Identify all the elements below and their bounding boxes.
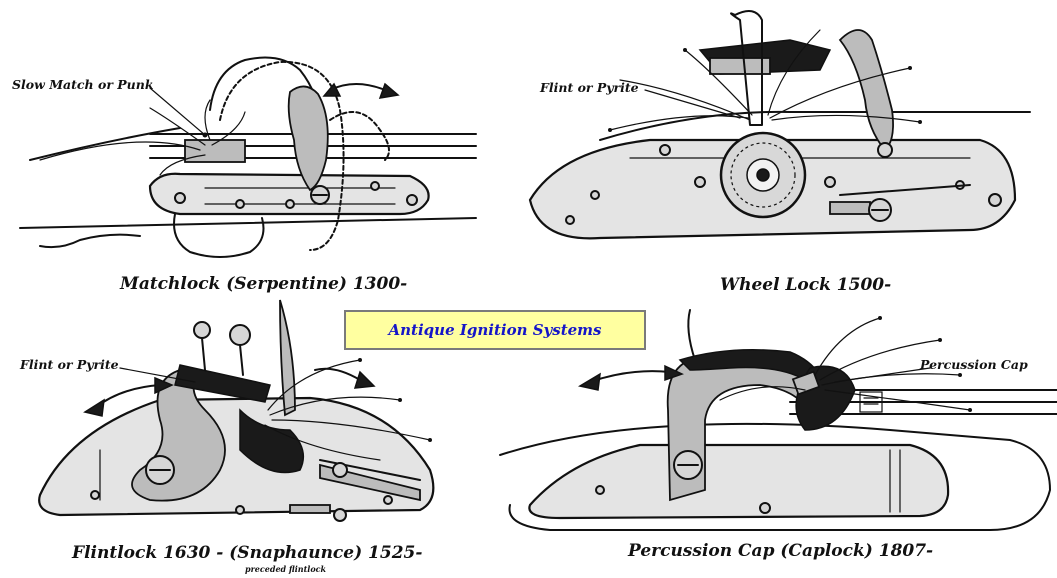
page-title: Antique Ignition Systems	[389, 321, 602, 339]
matchlock-caption: Matchlock (Serpentine) 1300-	[120, 274, 407, 294]
flintlock-callout: Flint or Pyrite	[20, 357, 119, 372]
percussion-caption: Percussion Cap (Caplock) 1807-	[628, 541, 933, 561]
wheel-lock-diagram	[500, 0, 1057, 290]
wheel-lock-caption: Wheel Lock 1500-	[720, 275, 891, 295]
wheel-lock-callout: Flint or Pyrite	[540, 80, 639, 95]
flintlock-caption: Flintlock 1630 - (Snaphaunce) 1525-	[72, 543, 422, 563]
matchlock-diagram	[0, 0, 500, 290]
title-box: Antique Ignition Systems	[344, 310, 646, 350]
matchlock-callout: Slow Match or Punk	[12, 77, 154, 92]
flintlock-subnote: preceded flintlock	[245, 564, 326, 574]
percussion-callout: Percussion Cap	[920, 357, 1028, 372]
